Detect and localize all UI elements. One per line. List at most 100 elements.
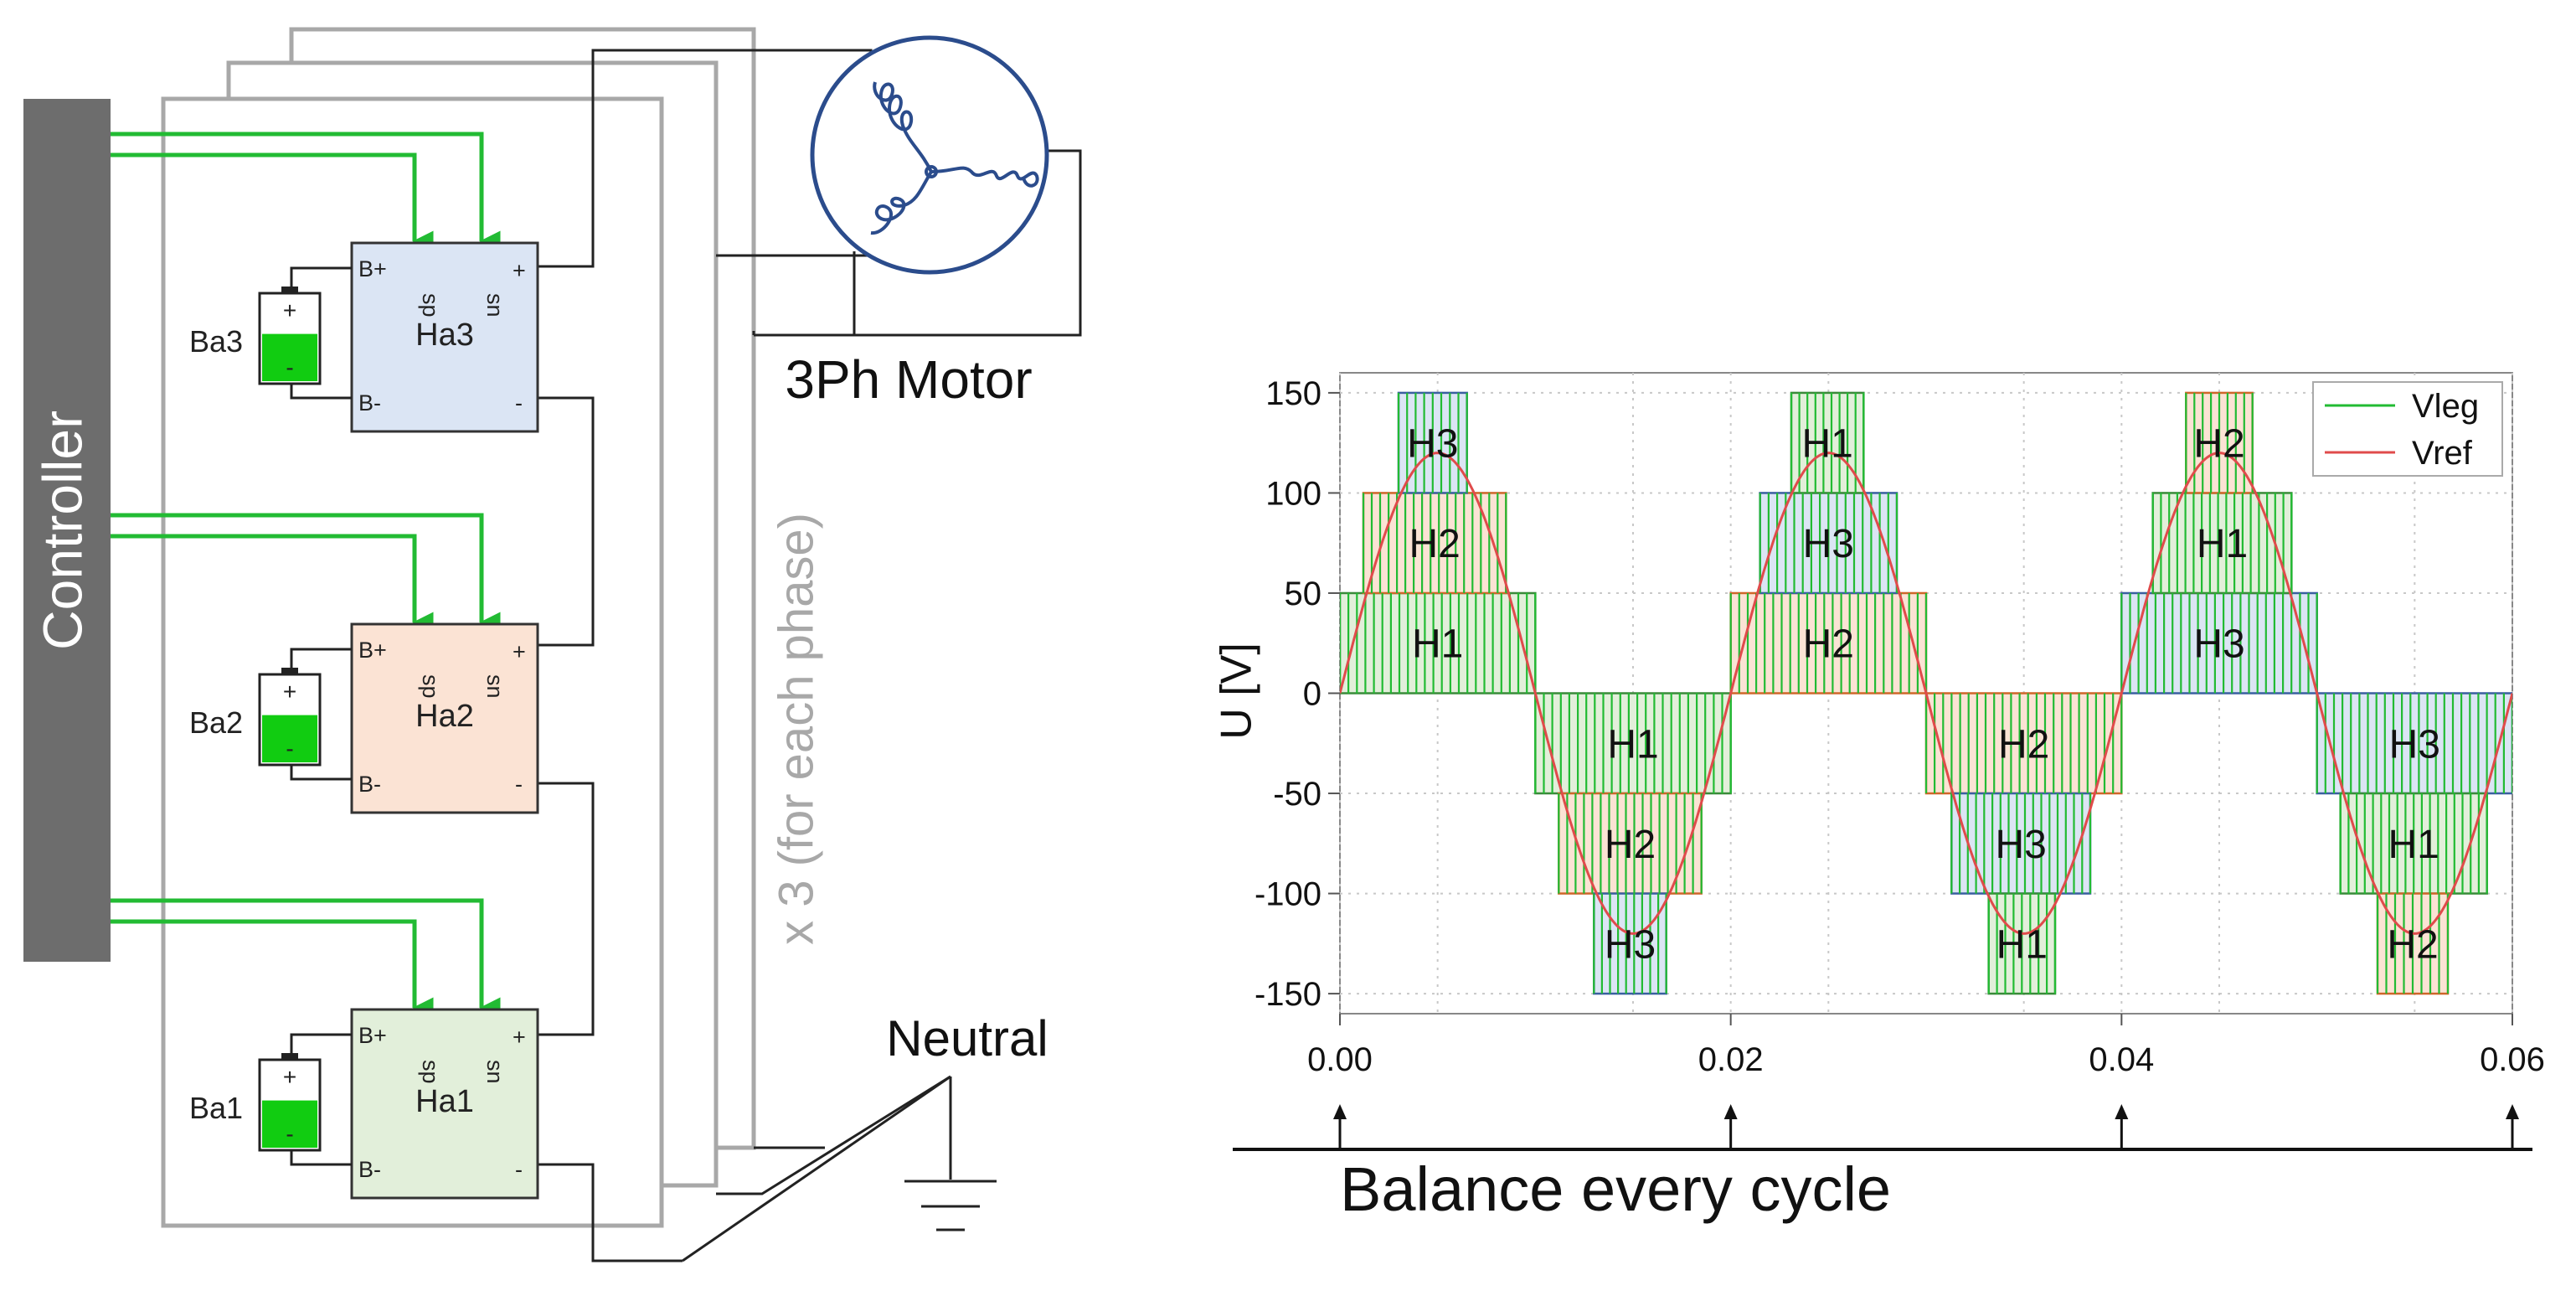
band-label: H1 — [1607, 722, 1658, 767]
vleg-switching — [2376, 893, 2450, 994]
vleg-switching — [1729, 593, 1928, 694]
signal-sp-line — [111, 919, 434, 1019]
vleg-switching — [1397, 392, 1468, 493]
battery-icon: +- — [258, 287, 322, 385]
vleg-switching — [2151, 493, 2293, 593]
band-h3 — [2316, 692, 2512, 795]
battery-label: Ba2 — [189, 705, 243, 740]
band-h1 — [1534, 692, 1732, 795]
pin-minus: - — [515, 772, 523, 797]
balance-arrow-head — [1723, 1104, 1738, 1119]
battery-minus-sign: - — [286, 1121, 293, 1147]
signal-sp-line — [111, 534, 434, 633]
module-label: Ha2 — [415, 699, 474, 734]
pin-sp: sp — [418, 293, 443, 318]
pin-b-minus: B- — [358, 390, 381, 416]
pin-sn: sn — [482, 1060, 507, 1084]
pin-b-plus: B+ — [358, 638, 387, 663]
wire-neutral-4 — [682, 1075, 951, 1262]
vleg-switching — [2120, 593, 2318, 694]
vleg-switching — [1987, 893, 2057, 994]
band-h3 — [2120, 591, 2318, 694]
vleg-switching — [1924, 693, 2123, 793]
wire-ha2-ha1 — [530, 782, 595, 1036]
battery-plus-sign: + — [283, 1064, 296, 1090]
battery-charge-level — [262, 715, 317, 762]
pin-sp: sp — [418, 674, 443, 699]
series-vref — [1340, 452, 2512, 935]
y-tick-label: 100 — [1265, 475, 1321, 512]
battery-plus-sign: + — [283, 679, 296, 705]
band-label: H1 — [2388, 823, 2439, 867]
band-label: H1 — [1996, 922, 2048, 967]
pin-plus: + — [513, 1025, 526, 1050]
signal-sn-line — [111, 132, 501, 252]
signal-sp-line — [111, 152, 434, 252]
band-label: H1 — [1412, 622, 1463, 667]
balance-arrow-head — [1333, 1104, 1347, 1119]
band-label: H1 — [1801, 422, 1852, 467]
balance-arrow-head — [2506, 1104, 2519, 1119]
controller-label: Controller — [31, 410, 93, 650]
band-label: H2 — [1605, 823, 1656, 867]
band-label: H3 — [2389, 722, 2440, 767]
series-vleg — [1340, 392, 2512, 994]
band-h2 — [1729, 591, 1928, 694]
signal-sn-line — [111, 898, 501, 1019]
vleg-switching — [1759, 493, 1899, 593]
pin-b-plus: B+ — [358, 256, 387, 281]
band-label: H3 — [1407, 422, 1458, 467]
band-label: H2 — [1803, 622, 1854, 667]
balance-arrow-head — [2115, 1104, 2129, 1119]
wire-ha3-ha2 — [530, 396, 595, 647]
pin-plus: + — [513, 639, 526, 664]
vleg-switching — [1558, 793, 1703, 894]
band-label: H1 — [2197, 522, 2248, 566]
y-tick-label: -100 — [1255, 876, 1321, 913]
pin-minus: - — [515, 390, 523, 416]
vleg-switching — [1340, 593, 1537, 694]
module-label: Ha1 — [415, 1084, 474, 1119]
balance-label: Balance every cycle — [1340, 1154, 1891, 1224]
legend-box — [2312, 381, 2503, 477]
battery-charge-level — [262, 333, 317, 381]
vleg-switching — [2185, 392, 2254, 493]
pin-sn: sn — [482, 674, 507, 699]
circuit-schematic: Controller Neutral 3Ph Motor x 3 (for ea… — [23, 27, 1082, 1262]
chart-legend: Vleg Vref — [2312, 381, 2503, 477]
vleg-switching — [1362, 493, 1507, 593]
neutral-label: Neutral — [886, 1010, 1048, 1066]
battery-label: Ba1 — [189, 1091, 243, 1125]
vleg-switching — [2316, 693, 2512, 793]
pin-b-plus: B+ — [358, 1023, 387, 1048]
wire-neutral-1 — [530, 1163, 683, 1262]
vleg-switching — [1790, 392, 1865, 493]
battery-icon: +- — [258, 1053, 322, 1152]
battery-wire-plus — [290, 266, 352, 289]
y-tick-label: 150 — [1265, 375, 1321, 412]
wire-neutral-2 — [716, 1075, 951, 1195]
legend-label-vleg: Vleg — [2412, 388, 2479, 425]
y-tick-label: -150 — [1255, 976, 1321, 1013]
module-box — [350, 241, 539, 433]
x-tick-label: 0.00 — [1307, 1041, 1373, 1078]
band-label: H3 — [1995, 823, 2046, 867]
ground-symbol — [904, 1180, 997, 1231]
battery-wire-minus — [290, 1148, 352, 1166]
band-label: H2 — [1998, 722, 2049, 767]
battery-minus-sign: - — [286, 354, 293, 380]
phase-multiplier-label: x 3 (for each phase) — [769, 513, 823, 945]
battery-wire-minus — [290, 762, 352, 781]
band-h1 — [1340, 591, 1537, 694]
band-h2 — [1924, 692, 2123, 795]
pin-sp: sp — [418, 1060, 443, 1084]
y-axis-label: U [V] — [1213, 643, 1261, 740]
battery-minus-sign: - — [286, 736, 293, 762]
controller-block — [23, 99, 111, 962]
motor-circle — [810, 35, 1049, 275]
